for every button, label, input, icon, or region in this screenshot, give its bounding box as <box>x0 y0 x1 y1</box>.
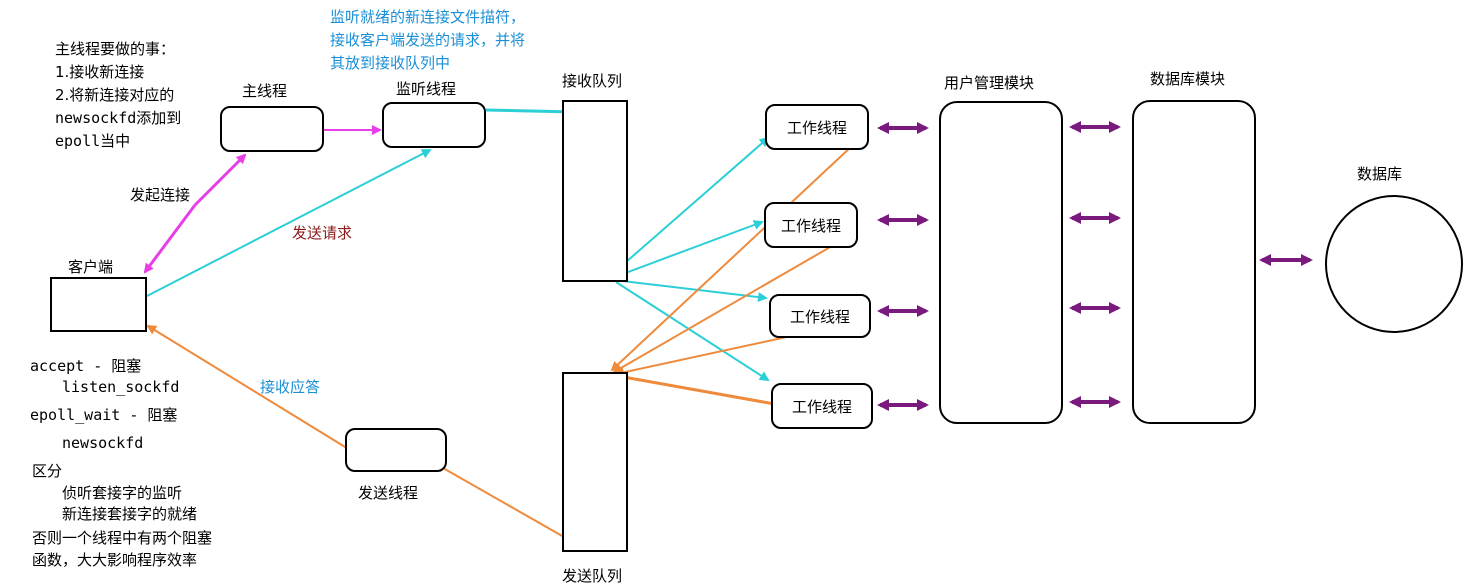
main-thread-label: 主线程 <box>242 82 288 100</box>
arrow-request <box>146 149 432 297</box>
arrow-queue-to-worker2 <box>611 220 764 279</box>
client-box <box>50 277 147 332</box>
arrow-queue-to-send-thread <box>434 463 579 546</box>
arrow-worker4-to-send <box>616 372 781 407</box>
user-module-label: 用户管理模块 <box>944 74 1035 92</box>
edge-label-recv-reply: 接收应答 <box>260 378 321 396</box>
arrow-connect-to-client <box>143 204 197 274</box>
desc-line: 接收客户端发送的请求，并将 <box>330 31 526 49</box>
desc-line: 其放到接收队列中 <box>330 54 451 72</box>
recv-queue-label: 接收队列 <box>562 72 623 90</box>
arrow-queue-to-worker4 <box>615 281 770 382</box>
note-line: 主线程要做的事： <box>55 40 176 58</box>
note-otherwise: 否则一个线程中有两个阻塞 <box>32 529 213 547</box>
database-circle <box>1325 195 1463 333</box>
note-line: epoll当中 <box>55 132 131 150</box>
note-line: 2.将新连接对应的 <box>55 86 175 104</box>
listen-thread-label: 监听线程 <box>396 80 457 98</box>
send-thread-label: 发送线程 <box>358 484 419 502</box>
recv-queue-box <box>562 100 628 282</box>
client-label: 客户端 <box>68 258 114 276</box>
note-efficiency: 函数，大大影响程序效率 <box>32 551 198 569</box>
arrow-queue-to-worker1 <box>609 136 770 277</box>
note-accept: accept - 阻塞 <box>30 357 142 375</box>
note-line: newsockfd添加到 <box>55 109 182 127</box>
user-module-box <box>939 101 1063 424</box>
worker-label: 工作线程 <box>789 307 850 326</box>
send-queue-box <box>562 372 628 552</box>
worker-thread-2: 工作线程 <box>764 202 858 248</box>
listen-thread-box <box>382 102 486 148</box>
arrow-connect-to-main <box>193 153 247 207</box>
database-label: 数据库 <box>1357 165 1403 183</box>
arrow-worker1-to-send <box>610 145 853 372</box>
send-thread-box <box>345 428 447 472</box>
listen-desc: 监听就绪的新连接文件描符， 接收客户端发送的请求，并将 其放到接收队列中 <box>330 6 525 75</box>
note-listen-socket: 侦听套接字的监听 <box>62 484 183 502</box>
worker-label: 工作线程 <box>791 397 852 416</box>
db-module-box <box>1132 100 1256 424</box>
note-line: 1.接收新连接 <box>55 63 145 81</box>
note-distinguish: 区分 <box>32 462 63 480</box>
arrow-worker2-to-send <box>612 245 833 374</box>
note-new-socket: 新连接套接字的就绪 <box>62 505 198 523</box>
worker-thread-1: 工作线程 <box>765 104 869 150</box>
worker-label: 工作线程 <box>780 216 841 235</box>
worker-label: 工作线程 <box>786 118 847 137</box>
edge-label-connect: 发起连接 <box>130 186 191 204</box>
worker-thread-3: 工作线程 <box>769 294 871 338</box>
main-thread-box <box>220 106 324 152</box>
main-thread-notes: 主线程要做的事： 1.接收新连接 2.将新连接对应的 newsockfd添加到 … <box>55 38 181 153</box>
note-newsockfd: newsockfd <box>62 434 144 452</box>
arrow-reply-to-client <box>146 324 351 451</box>
worker-thread-4: 工作线程 <box>771 383 873 429</box>
note-epoll-wait: epoll_wait - 阻塞 <box>30 406 178 424</box>
arrow-listen-to-queue <box>485 106 577 117</box>
edge-label-send-request: 发送请求 <box>292 224 353 242</box>
desc-line: 监听就绪的新连接文件描符， <box>330 8 526 26</box>
send-queue-label: 发送队列 <box>562 567 623 585</box>
db-module-label: 数据库模块 <box>1150 70 1226 88</box>
arrow-queue-to-worker3 <box>613 279 768 303</box>
note-listen-sockfd: listen_sockfd <box>62 378 180 396</box>
